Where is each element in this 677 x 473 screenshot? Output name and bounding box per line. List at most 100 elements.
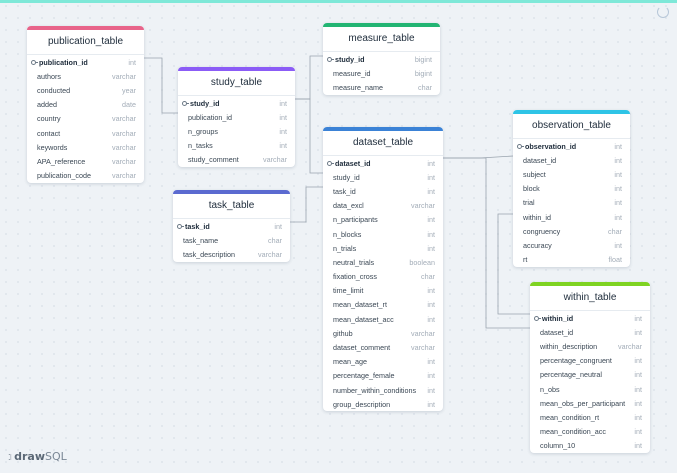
column-row[interactable]: APA_reference varchar bbox=[27, 154, 144, 168]
column-name: APA_reference bbox=[37, 156, 86, 166]
table-title: measure_table bbox=[323, 27, 440, 52]
column-type: int bbox=[427, 243, 435, 253]
column-name: study_id bbox=[333, 172, 360, 182]
table-title: observation_table bbox=[513, 114, 630, 139]
column-name: congruency bbox=[523, 226, 561, 236]
drawsql-logo[interactable]: ⁚⁝drawSQL bbox=[8, 450, 67, 463]
column-name: dataset_id bbox=[335, 158, 371, 168]
table-title: publication_table bbox=[27, 30, 144, 55]
column-type: int bbox=[634, 384, 642, 394]
column-type: varchar bbox=[112, 156, 136, 166]
column-type: int bbox=[279, 112, 287, 122]
column-name: dataset_id bbox=[523, 155, 557, 165]
column-type: varchar bbox=[112, 71, 136, 81]
column-type: int bbox=[427, 371, 435, 381]
column-name: group_description bbox=[333, 399, 391, 409]
column-type: float bbox=[608, 255, 622, 265]
key-icon bbox=[517, 144, 524, 150]
column-row[interactable]: group_description int bbox=[323, 397, 443, 411]
column-name: task_description bbox=[183, 249, 235, 259]
column-name: study_comment bbox=[188, 155, 239, 165]
table-color-bar bbox=[530, 282, 650, 286]
column-name: mean_age bbox=[333, 357, 367, 367]
column-type: varchar bbox=[112, 142, 136, 152]
column-type: int bbox=[427, 399, 435, 409]
column-name: n_participants bbox=[333, 215, 378, 225]
table-color-bar bbox=[513, 110, 630, 114]
column-type: varchar bbox=[618, 341, 642, 351]
refresh-icon[interactable] bbox=[657, 6, 669, 18]
column-name: authors bbox=[37, 71, 61, 81]
column-name: measure_name bbox=[333, 82, 383, 92]
column-name: accuracy bbox=[523, 240, 552, 250]
column-type: int bbox=[614, 198, 622, 208]
column-type: bigint bbox=[414, 68, 432, 78]
column-row[interactable]: authors varchar bbox=[27, 69, 144, 83]
table-color-bar bbox=[178, 67, 295, 71]
column-type: int bbox=[427, 186, 435, 196]
link-study-measure bbox=[295, 55, 323, 100]
